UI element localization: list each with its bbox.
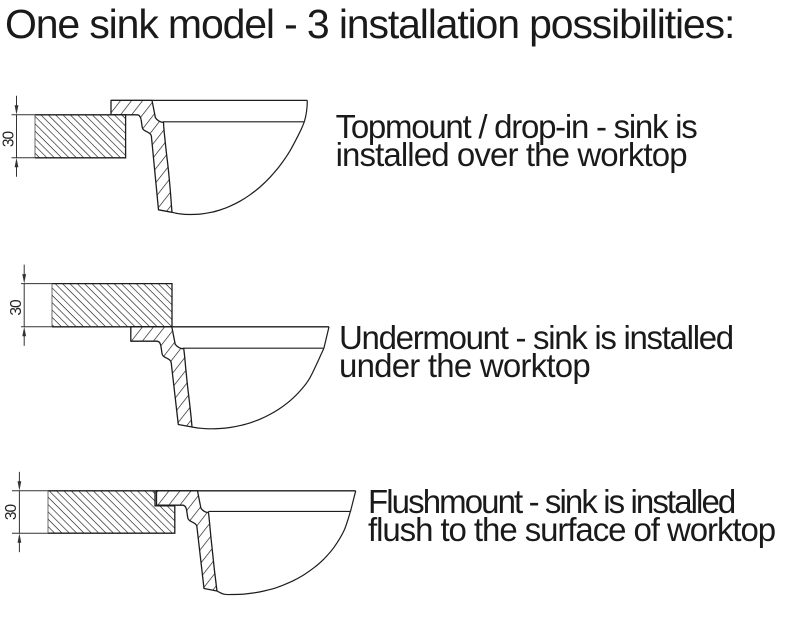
svg-text:30: 30 xyxy=(8,299,25,316)
svg-text:30: 30 xyxy=(1,131,18,148)
svg-text:30: 30 xyxy=(3,504,20,521)
